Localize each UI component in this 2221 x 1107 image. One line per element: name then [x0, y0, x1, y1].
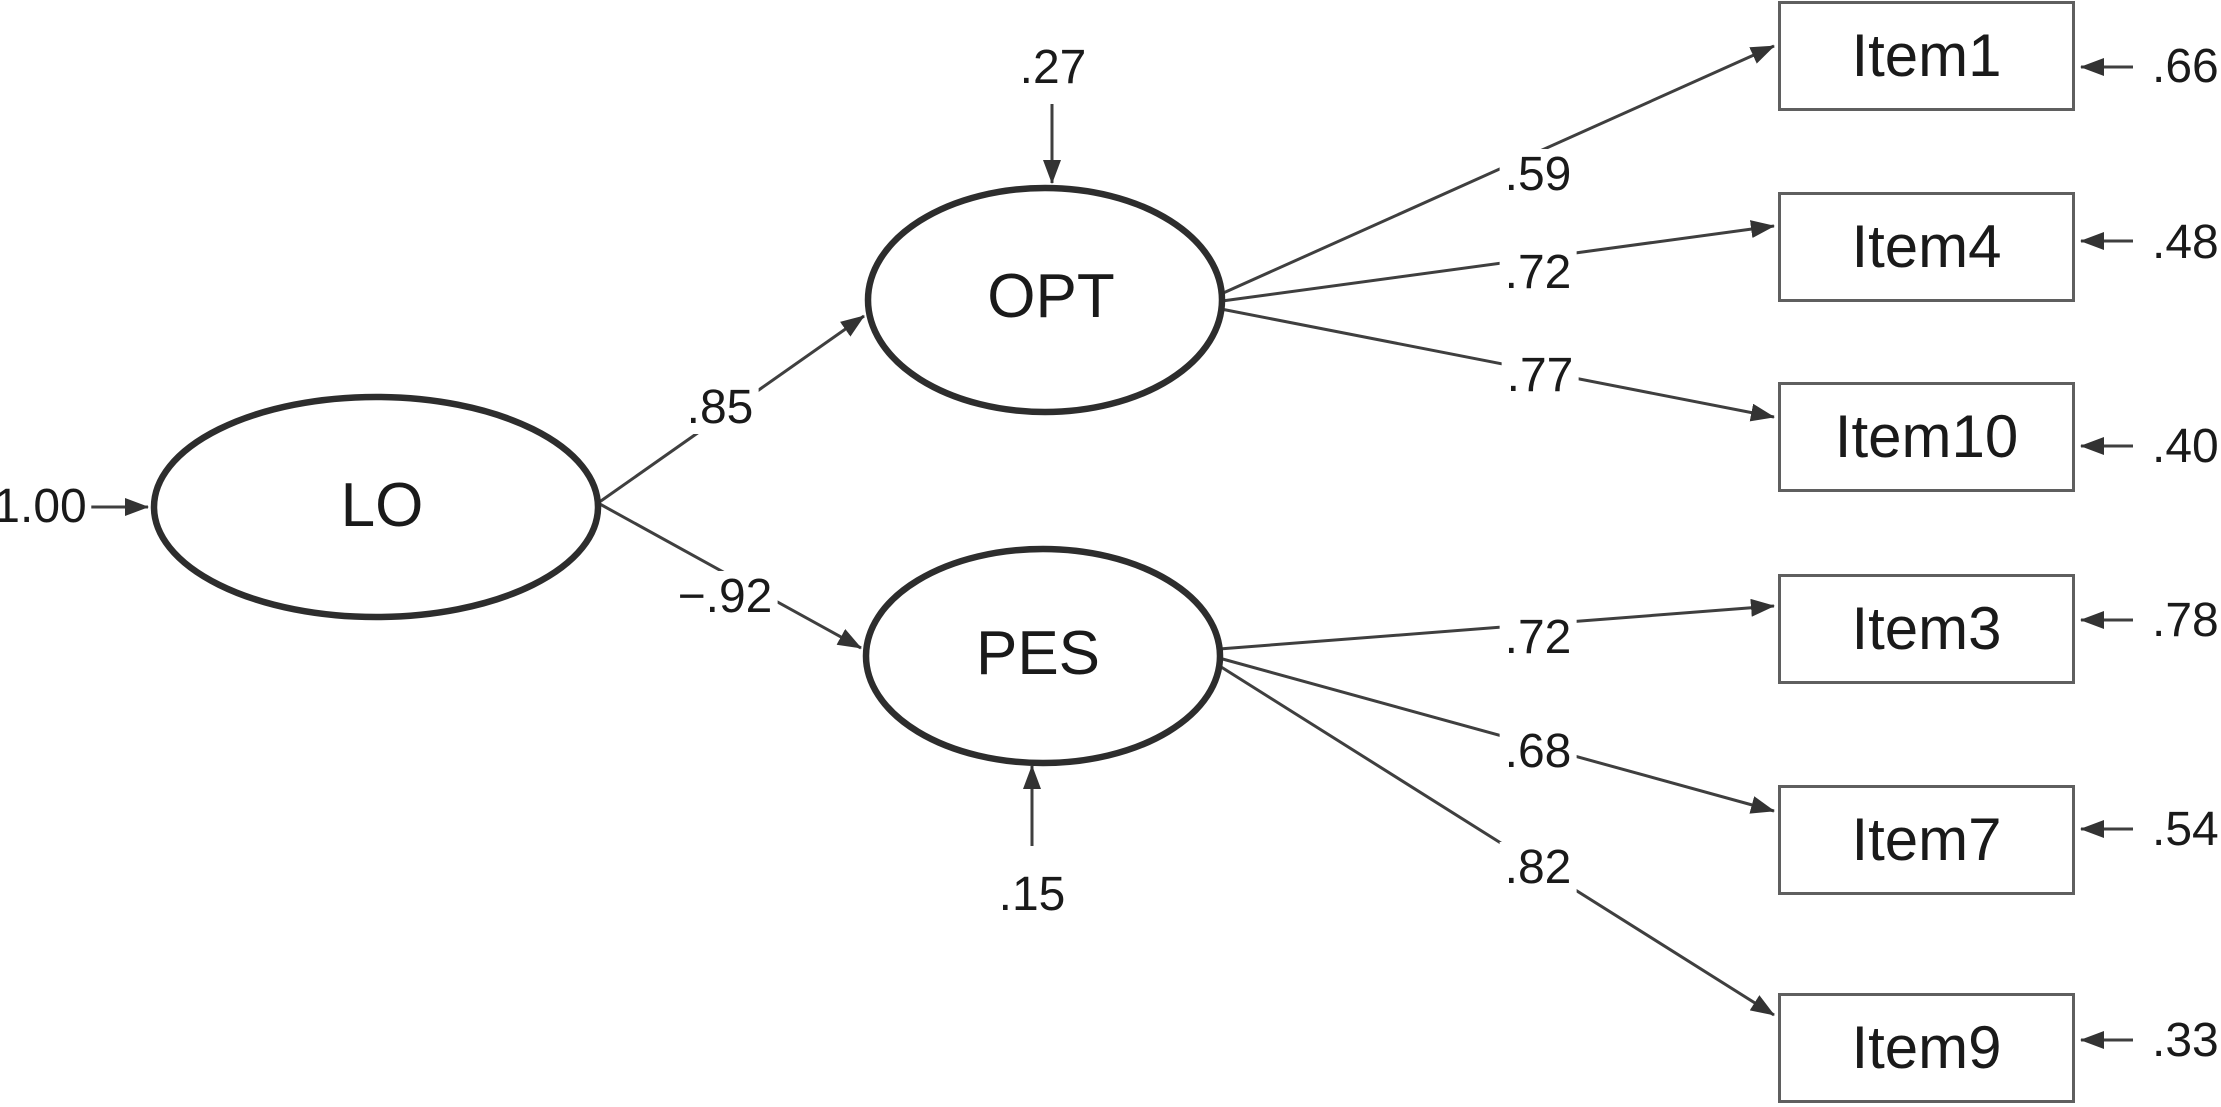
opt-ellipse [864, 184, 1226, 416]
error-value-item3: .78 [2152, 594, 2219, 647]
loading-arrow-item3 [1218, 598, 1775, 651]
item-box-item4: Item4 [1778, 192, 2075, 302]
lo-label: LO [340, 471, 424, 540]
item-box-item10: Item10 [1778, 382, 2075, 492]
item-box-item7: Item7 [1778, 785, 2075, 895]
pes-label: PES [975, 619, 1101, 688]
loading-value-item7: .68 [1499, 726, 1577, 778]
loading-arrow-item7 [1218, 656, 1775, 814]
loading-value-item10: .77 [1501, 350, 1579, 402]
item-box-label: Item7 [1851, 806, 2002, 873]
item-box-label: Item1 [1851, 22, 2002, 89]
loading-value-item1: .59 [1499, 149, 1577, 201]
item-box-item9: Item9 [1778, 993, 2075, 1103]
error-value-item4: .48 [2152, 216, 2219, 269]
item-box-item3: Item3 [1778, 574, 2075, 684]
item-box-label: Item10 [1834, 403, 2019, 470]
error-value-item10: .40 [2152, 420, 2219, 473]
variance-value-label: 1.00 [0, 481, 92, 533]
pes-ellipse [862, 545, 1224, 767]
residual-value-pes: .15 [993, 869, 1071, 921]
item-box-label: Item9 [1851, 1014, 2002, 1081]
error-value-item1: .66 [2152, 40, 2219, 93]
loading-arrow-item10 [1220, 307, 1775, 422]
loading-arrow-item4 [1221, 220, 1775, 303]
loading-value-item9: .82 [1499, 842, 1577, 894]
path-weight-lo-opt: .85 [681, 382, 759, 434]
loading-arrow-item1 [1220, 44, 1775, 296]
residual-value-opt: .27 [1014, 42, 1092, 94]
error-value-item7: .54 [2152, 803, 2219, 856]
error-value-item9: .33 [2152, 1014, 2219, 1067]
loading-value-item4: .72 [1499, 247, 1577, 299]
lo-ellipse [150, 393, 602, 621]
opt-label: OPT [987, 262, 1115, 331]
path-weight-lo-pes: −.92 [672, 571, 778, 623]
item-box-label: Item3 [1851, 595, 2002, 662]
loading-arrow-item9 [1217, 663, 1775, 1017]
loading-value-item3: .72 [1499, 612, 1577, 664]
item-box-item1: Item1 [1778, 1, 2075, 111]
item-box-label: Item4 [1851, 213, 2002, 280]
